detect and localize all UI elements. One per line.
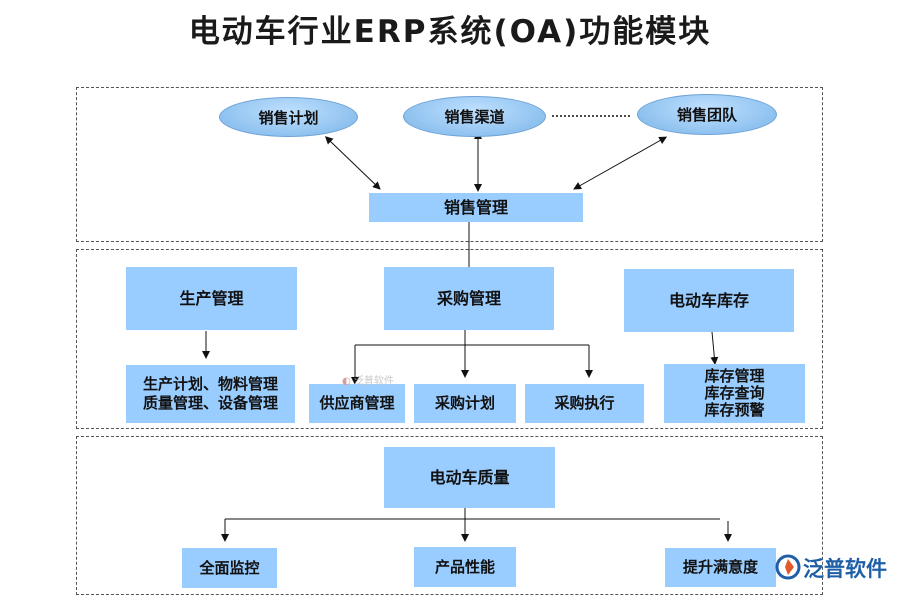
arrow-inventory (710, 331, 719, 365)
node-sales-management: 销售管理 (369, 193, 583, 222)
node-production-management: 生产管理 (126, 267, 297, 330)
node-product-performance: 产品性能 (414, 547, 516, 587)
brand-logo-text: 泛普软件 (803, 557, 887, 581)
watermark-text: 泛普软件 (353, 376, 394, 387)
node-inventory-detail: 库存管理 库存查询 库存预警 (664, 364, 805, 423)
watermark: ◐ 泛普软件 (342, 372, 394, 387)
node-sales-channel: 销售渠道 (403, 96, 546, 137)
node-purchasing-management: 采购管理 (384, 267, 554, 330)
node-improve-satisfaction: 提升满意度 (665, 548, 776, 587)
page-title: 电动车行业ERP系统(OA)功能模块 (188, 14, 712, 50)
node-sales-plan: 销售计划 (219, 97, 358, 137)
node-quality-management: 电动车质量 (384, 447, 555, 508)
node-supplier-management: 供应商管理 (309, 384, 405, 423)
operations-section (76, 249, 823, 429)
node-purchase-execution: 采购执行 (525, 384, 644, 423)
fanpu-logo-icon (775, 554, 801, 580)
node-inventory-management: 电动车库存 (624, 269, 794, 332)
node-sales-team: 销售团队 (637, 94, 777, 135)
quality-section (76, 436, 823, 595)
watermark-logo-icon: ◐ (342, 376, 351, 387)
node-comprehensive-monitoring: 全面监控 (182, 548, 277, 588)
brand-logo: 泛普软件 (775, 553, 897, 583)
node-purchase-plan: 采购计划 (414, 384, 516, 423)
arrow-team-to-sales (573, 136, 668, 190)
node-production-detail: 生产计划、物料管理 质量管理、设备管理 (126, 365, 295, 423)
arrow-plan-to-sales (324, 136, 381, 190)
sales-section (76, 87, 823, 242)
